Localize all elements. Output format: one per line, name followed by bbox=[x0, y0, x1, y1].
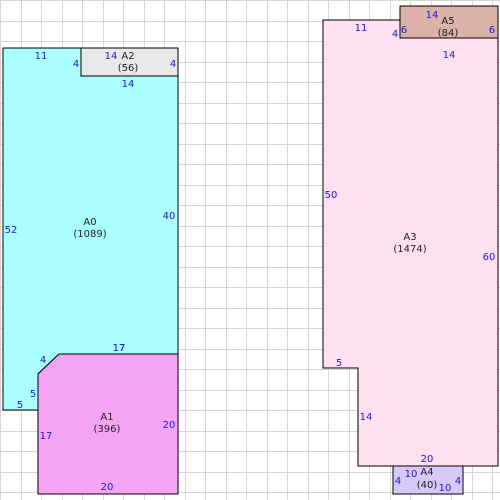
area-a2-dim-top: 14 bbox=[105, 51, 118, 62]
area-a0-dim-right: 40 bbox=[163, 211, 176, 222]
area-a3-dim-left: 50 bbox=[325, 190, 338, 201]
area-a5-dim-left: 6 bbox=[401, 25, 407, 36]
area-a0-size: (1089) bbox=[73, 229, 106, 240]
area-a3-dim-inner: 14 bbox=[360, 412, 373, 423]
area-a1-size: (396) bbox=[94, 424, 121, 435]
area-a5-size: (84) bbox=[438, 28, 459, 39]
area-a2-size: (56) bbox=[118, 63, 139, 74]
area-a0-dim-bottom: 17 bbox=[113, 343, 126, 354]
area-a1-dim-right: 20 bbox=[163, 420, 176, 431]
area-a4[interactable] bbox=[392, 465, 464, 495]
area-a0-name: A0 bbox=[83, 217, 96, 228]
area-a2-name: A2 bbox=[121, 51, 134, 62]
area-a5-shape[interactable] bbox=[399, 5, 499, 39]
area-a3-dim-ledge: 5 bbox=[336, 358, 342, 369]
area-a1-dim-left: 17 bbox=[40, 431, 53, 442]
area-a5-dim-right: 6 bbox=[489, 25, 495, 36]
area-a3-dim-right: 60 bbox=[483, 252, 496, 263]
area-a5[interactable] bbox=[399, 5, 499, 39]
area-a0-dim-notch-left: 4 bbox=[73, 59, 79, 70]
area-a3-dim-notch-bottom: 14 bbox=[443, 50, 456, 61]
area-a4-dim-right: 4 bbox=[455, 476, 461, 487]
area-a2[interactable] bbox=[80, 47, 179, 77]
area-a3-dim-step: 4 bbox=[392, 29, 398, 40]
area-a1-dim-top: 17 bbox=[113, 343, 126, 354]
area-a3-size: (1474) bbox=[393, 244, 426, 255]
area-a0-dim-top: 11 bbox=[35, 51, 48, 62]
area-a1-dim-bottom: 20 bbox=[101, 482, 114, 493]
area-a1[interactable] bbox=[37, 353, 179, 495]
area-a4-size: (40) bbox=[417, 480, 438, 491]
area-a0-dim-left: 52 bbox=[5, 225, 18, 236]
area-a4-dim-top: 10 bbox=[405, 469, 418, 480]
area-a4-shape[interactable] bbox=[392, 465, 464, 495]
area-a1-name: A1 bbox=[100, 412, 113, 423]
area-a3-name: A3 bbox=[403, 232, 416, 243]
area-a3-dim-bottom: 20 bbox=[421, 454, 434, 465]
area-a4-dim-left: 4 bbox=[395, 476, 401, 487]
area-a4-dim-bottom: 10 bbox=[439, 483, 452, 494]
area-a0-dim-chamfer: 4 bbox=[40, 355, 46, 366]
area-a5-name: A5 bbox=[441, 16, 454, 27]
area-a0-dim-notch-bottom: 14 bbox=[122, 79, 135, 90]
area-a5-dim-top: 14 bbox=[426, 10, 439, 21]
area-a0-dim-base: 5 bbox=[17, 400, 23, 411]
area-a3-dim-top: 11 bbox=[355, 23, 368, 34]
area-a4-name: A4 bbox=[420, 467, 433, 478]
area-a0-dim-step: 5 bbox=[30, 389, 36, 400]
area-a2-shape[interactable] bbox=[80, 47, 179, 77]
area-a1-shape[interactable] bbox=[37, 353, 179, 495]
area-a2-dim-right: 4 bbox=[170, 59, 176, 70]
